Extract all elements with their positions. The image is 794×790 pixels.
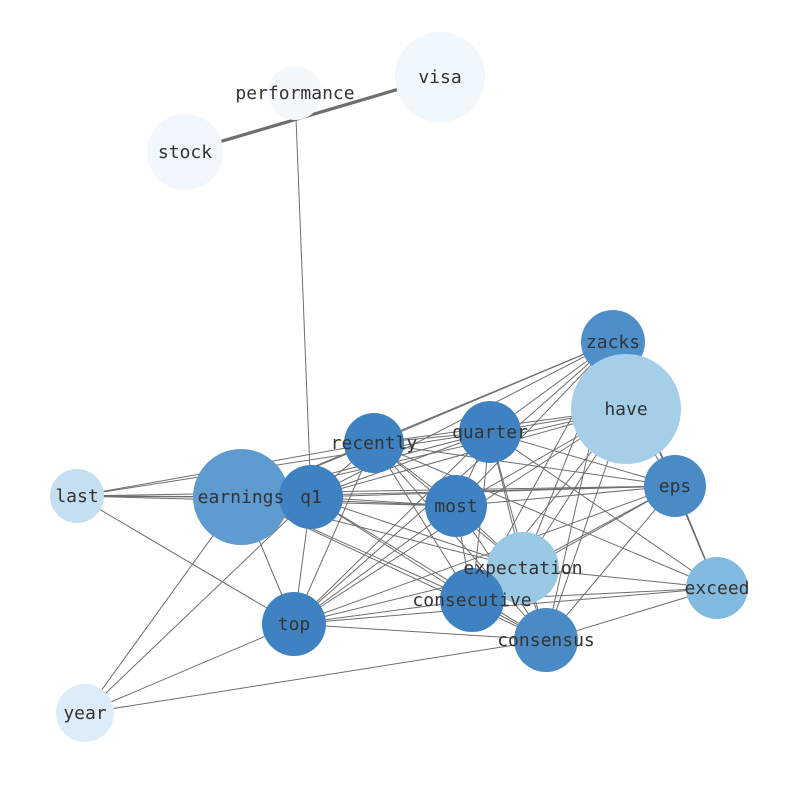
graph-node-label-consecutive: consecutive — [412, 590, 531, 611]
graph-node-label-consensus: consensus — [497, 630, 595, 651]
graph-node-label-most: most — [434, 496, 477, 517]
graph-node-label-zacks: zacks — [586, 332, 640, 353]
graph-node-label-exceed: exceed — [684, 578, 749, 599]
node-layer — [50, 32, 748, 742]
graph-node-label-have: have — [604, 399, 647, 420]
graph-edge — [373, 442, 718, 589]
graph-node-label-performance: performance — [235, 83, 354, 104]
graph-edge — [310, 485, 676, 498]
graph-edge — [373, 442, 547, 641]
graph-edge — [293, 431, 491, 625]
graph-edge — [373, 442, 676, 487]
graph-node-label-quarter: quarter — [452, 422, 528, 443]
graph-node-quarter[interactable] — [459, 401, 521, 463]
graph-edge — [294, 92, 312, 498]
graph-node-expectation[interactable] — [487, 532, 559, 604]
graph-edge — [76, 485, 676, 497]
graph-edge — [76, 495, 295, 625]
graph-node-earnings[interactable] — [193, 449, 289, 545]
graph-node-label-top: top — [278, 614, 311, 635]
graph-edge — [76, 431, 491, 497]
graph-edge — [455, 485, 676, 507]
graph-node-last[interactable] — [50, 469, 104, 523]
graph-edge — [293, 587, 718, 625]
graph-node-visa[interactable] — [395, 32, 485, 122]
graph-node-consecutive[interactable] — [440, 568, 504, 632]
graph-node-consensus[interactable] — [514, 608, 578, 672]
graph-node-label-year: year — [63, 703, 107, 724]
graph-edge — [293, 623, 547, 641]
graph-node-year[interactable] — [56, 684, 114, 742]
graph-node-label-q1: q1 — [300, 487, 322, 508]
graph-node-most[interactable] — [425, 475, 487, 537]
graph-node-label-visa: visa — [418, 67, 461, 88]
graph-edge — [545, 485, 676, 641]
graph-node-have[interactable] — [571, 354, 681, 464]
graph-edge — [310, 496, 547, 641]
graph-node-label-recently: recently — [331, 433, 418, 454]
graph-edge — [293, 442, 375, 625]
graph-node-exceed[interactable] — [686, 557, 748, 619]
graph-node-label-last: last — [55, 486, 98, 507]
graph-node-label-eps: eps — [659, 476, 692, 497]
graph-edge — [84, 639, 547, 714]
graph-node-recently[interactable] — [344, 413, 404, 473]
graph-node-label-earnings: earnings — [198, 487, 285, 508]
graph-node-q1[interactable] — [279, 465, 343, 529]
graph-edge — [489, 431, 718, 589]
graph-edge — [489, 431, 676, 487]
graph-node-label-expectation: expectation — [463, 558, 582, 579]
graph-edge — [84, 623, 295, 714]
graph-edge — [84, 496, 312, 714]
graph-node-performance[interactable] — [268, 66, 322, 120]
graph-node-label-stock: stock — [158, 142, 212, 163]
graph-node-stock[interactable] — [147, 114, 223, 190]
graph-edge — [293, 505, 457, 625]
graph-edge — [310, 496, 524, 569]
label-layer: visa stock performance zacks have eps quarter r… — [55, 67, 749, 724]
graph-node-top[interactable] — [262, 592, 326, 656]
graph-node-eps[interactable] — [644, 455, 706, 517]
